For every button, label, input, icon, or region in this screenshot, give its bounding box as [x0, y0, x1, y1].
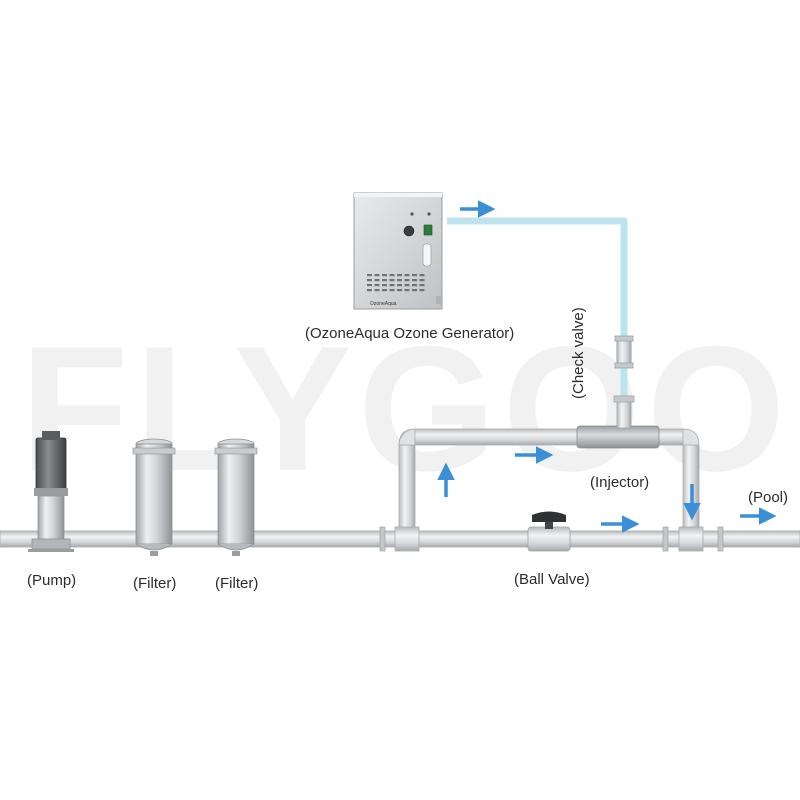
- vent-slot: [397, 279, 402, 282]
- pool-label: (Pool): [748, 489, 788, 506]
- device-brand-plate: OzoneAqua: [370, 301, 397, 307]
- check-valve: [614, 335, 634, 369]
- power-switch-icon: [423, 224, 433, 236]
- vent-slot: [382, 284, 387, 287]
- filter-2-label: (Filter): [215, 575, 258, 592]
- vent-slot: [367, 284, 372, 287]
- vent-slot: [374, 274, 380, 277]
- vent-slot: [382, 279, 387, 282]
- vent-slot: [374, 284, 380, 287]
- filter-1-label: (Filter): [133, 575, 176, 592]
- vent-slot: [419, 284, 425, 287]
- vent-slot: [397, 274, 402, 277]
- vent-slot: [367, 279, 372, 282]
- filter-2: [214, 438, 258, 556]
- vent-slot: [374, 279, 380, 282]
- vent-slot: [382, 289, 387, 292]
- vent-slot: [412, 289, 417, 292]
- vent-slot: [412, 274, 417, 277]
- pump-label: (Pump): [27, 572, 76, 589]
- ozone-generator: OzoneAqua: [353, 192, 443, 310]
- vent-slot: [367, 274, 372, 277]
- vent-slot: [419, 279, 425, 282]
- vent-slot: [389, 289, 395, 292]
- filter-1: [132, 438, 176, 556]
- labels: (OzoneAqua Ozone Generator) (Check valve…: [27, 307, 788, 592]
- vent-slot: [382, 274, 387, 277]
- vent-slot: [404, 289, 410, 292]
- vent-slot: [397, 289, 402, 292]
- vent-slot: [404, 284, 410, 287]
- flow-meter-icon: [422, 243, 432, 267]
- vent-slot: [419, 289, 425, 292]
- injector: [576, 395, 660, 449]
- check-valve-label: (Check valve): [570, 307, 587, 399]
- vent-slot: [412, 284, 417, 287]
- knob-icon: [403, 225, 415, 237]
- vent-slot: [374, 289, 380, 292]
- vent-slot: [404, 279, 410, 282]
- vent-slot: [412, 279, 417, 282]
- vent-grille: [367, 274, 425, 292]
- vent-slot: [419, 274, 425, 277]
- pump: [28, 431, 74, 552]
- vent-slot: [389, 279, 395, 282]
- ball-valve-label: (Ball Valve): [514, 571, 590, 588]
- vent-slot: [397, 284, 402, 287]
- vent-slot: [404, 274, 410, 277]
- vent-slot: [389, 274, 395, 277]
- injector-label: (Injector): [590, 474, 649, 491]
- vent-slot: [389, 284, 395, 287]
- flow-arrows: [437, 200, 777, 533]
- ozone-generator-label: (OzoneAqua Ozone Generator): [305, 325, 514, 342]
- vent-slot: [367, 289, 372, 292]
- ball-valve: [527, 511, 571, 552]
